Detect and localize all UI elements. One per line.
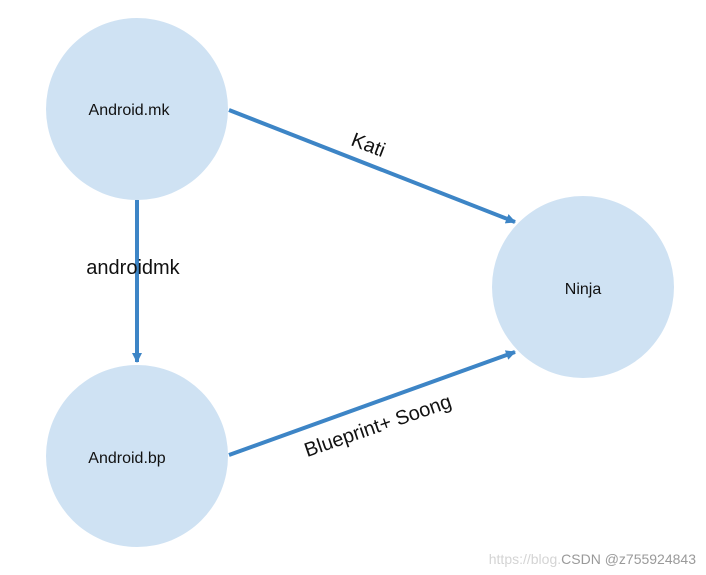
edge-mk-to-ninja-line: [228, 108, 516, 224]
node-android-bp-label: Android.bp: [88, 450, 165, 467]
edge-bp-to-ninja: Blueprint+ Soong: [228, 350, 516, 462]
edge-mk-to-ninja: Kati: [228, 108, 516, 224]
node-android-bp: Android.bp: [46, 365, 228, 547]
watermark: https://blog.CSDN @z755924843: [489, 551, 696, 567]
node-ninja-circle: [492, 196, 674, 378]
node-ninja: Ninja: [492, 196, 674, 378]
watermark-author: CSDN @z755924843: [561, 551, 696, 567]
node-android-mk: Android.mk: [46, 18, 228, 200]
node-android-mk-label: Android.mk: [89, 102, 171, 119]
node-android-mk-circle: [46, 18, 228, 200]
edge-bp-to-ninja-line: [228, 350, 516, 457]
node-ninja-label: Ninja: [565, 281, 602, 298]
edge-mk-to-bp-label: androidmk: [86, 257, 180, 279]
watermark-url: https://blog.: [488, 551, 562, 567]
edge-mk-to-bp: androidmk: [86, 200, 181, 363]
node-android-bp-circle: [46, 365, 228, 547]
